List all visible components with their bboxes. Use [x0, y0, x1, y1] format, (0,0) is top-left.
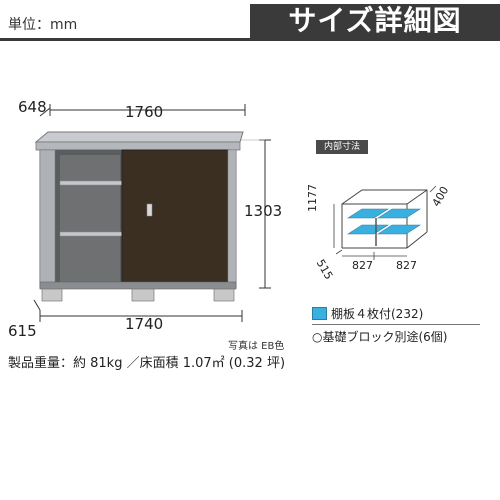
- shelf-1: [59, 180, 124, 186]
- shelf-lower-right: [376, 224, 422, 235]
- interior-diagram: [333, 185, 437, 260]
- shed-roof: [34, 131, 244, 143]
- title-underline: [0, 38, 500, 41]
- foundation-block: [41, 288, 63, 302]
- shelf-2: [59, 231, 124, 237]
- legend-blocks-text: ○基礎ブロック別途(6個): [312, 329, 448, 344]
- shelf-lower-left: [346, 224, 390, 235]
- foundation-block: [131, 288, 155, 302]
- photo-note: 写真は EB色: [228, 341, 285, 352]
- legend: 棚板４枚付(232) ○基礎ブロック別途(6個): [312, 303, 482, 346]
- legend-blocks: ○基礎ブロック別途(6個): [312, 326, 482, 346]
- interior-width-left: 827: [352, 259, 373, 272]
- legend-divider: [312, 324, 480, 325]
- interior-height: 1177: [306, 184, 319, 212]
- shelf-upper-left: [346, 208, 390, 219]
- shed-diagram: [33, 104, 271, 322]
- dim-line-top-depth: [39, 107, 51, 117]
- product-spec: 製品重量：約 81kg ／床面積 1.07㎡ (0.32 坪): [8, 356, 286, 371]
- legend-shelf-text: 棚板４枚付(232): [331, 306, 424, 321]
- shelf-upper-right: [376, 208, 422, 219]
- dim-top-width: 1760: [125, 103, 164, 121]
- door-lock: [146, 203, 153, 217]
- interior-dimension-tag: 内部寸法: [316, 140, 368, 154]
- header: 単位：mm サイズ詳細図: [0, 0, 500, 44]
- legend-shelf: 棚板４枚付(232): [312, 303, 482, 323]
- interior-width-right: 827: [396, 259, 417, 272]
- shelf-swatch-icon: [312, 306, 327, 320]
- dim-top-depth: 648: [18, 98, 47, 116]
- page-title: サイズ詳細図: [250, 4, 500, 38]
- unit-label: 単位：mm: [8, 17, 78, 33]
- dim-bottom-width: 1740: [125, 315, 164, 333]
- shed-door: [121, 149, 230, 283]
- dim-bottom-depth: 615: [8, 322, 37, 340]
- dim-height: 1303: [244, 202, 283, 220]
- dim-line-bottom-depth: [33, 299, 41, 311]
- foundation-block: [213, 288, 235, 302]
